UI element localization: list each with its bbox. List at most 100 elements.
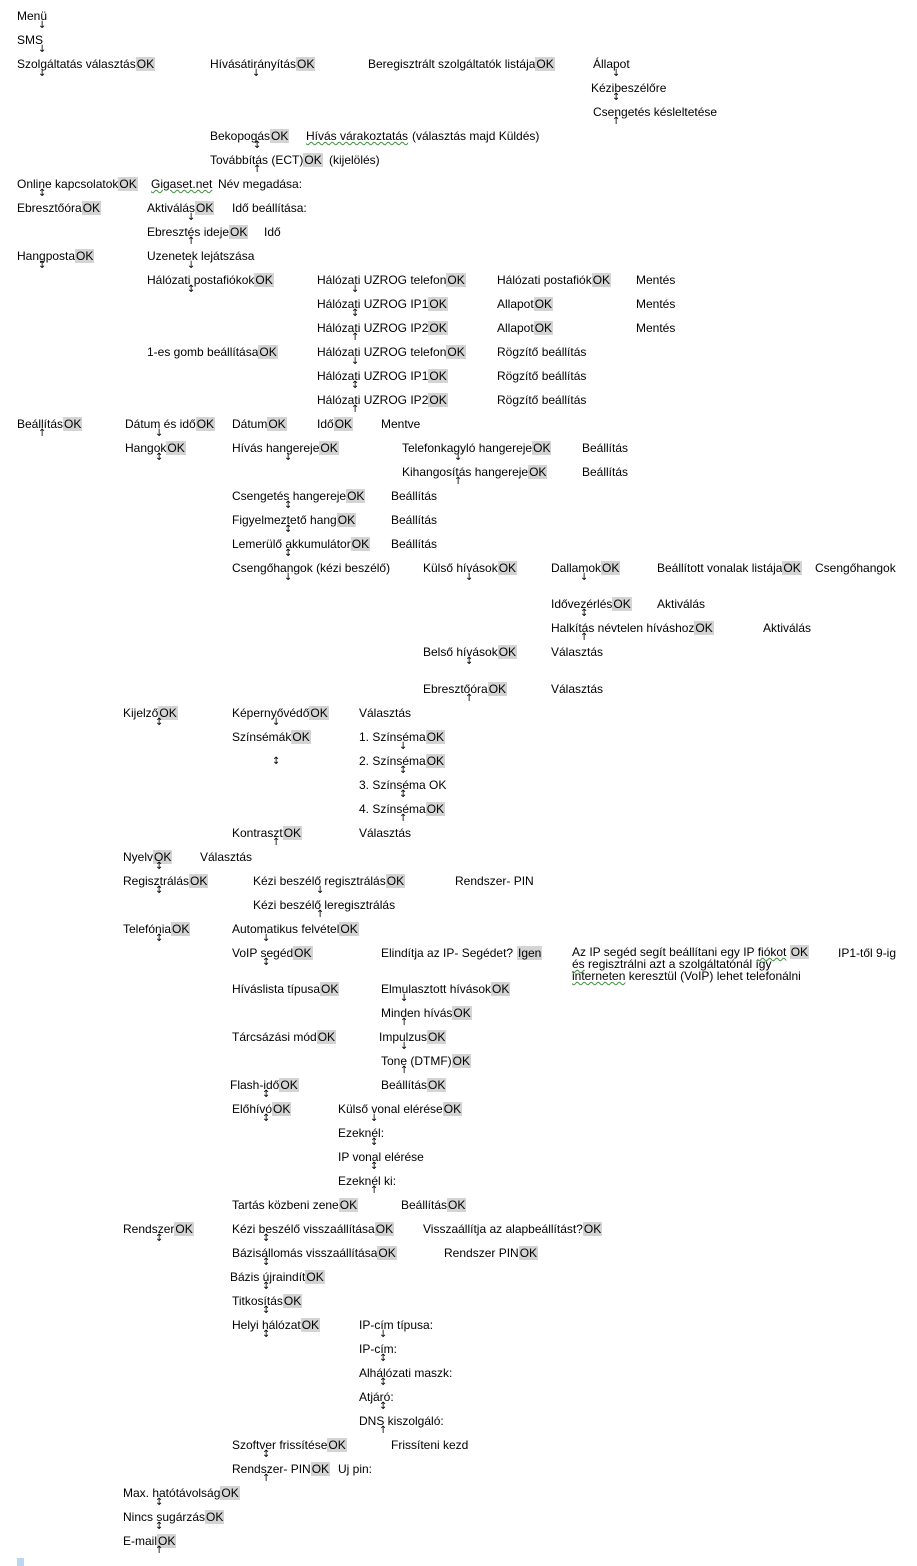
- label-text: Ebresztőóra: [17, 201, 82, 215]
- up-down-arrow-icon: ↕: [155, 452, 164, 463]
- ok-badge: OK: [300, 1318, 321, 1332]
- down-arrow-icon: ↓: [187, 260, 196, 271]
- label-text: Választás: [359, 826, 412, 840]
- label-text: IP-cím:: [359, 1342, 397, 1356]
- up-down-arrow-icon: ↕: [262, 1089, 271, 1100]
- ok-badge: OK: [452, 1006, 472, 1020]
- up-down-arrow-icon: ↕: [155, 1233, 164, 1244]
- menu-label-csenghang: Csengetés hangerejeOK: [232, 489, 366, 503]
- label-text: Állapot: [593, 57, 630, 71]
- up-down-arrow-icon: ↕: [262, 1329, 271, 1340]
- label-text: DNS kiszolgáló:: [359, 1414, 444, 1428]
- label-text: Hálózati UZROG IP2: [317, 321, 429, 335]
- menu-label-hal_ip2: Hálózati UZROG IP2OK: [317, 321, 448, 335]
- up-arrow-icon: ↑: [580, 632, 589, 643]
- ok-badge: OK: [535, 57, 555, 71]
- menu-label-hivasvar_rest: (választás majd Küldés): [412, 129, 539, 143]
- label-text: Menü: [17, 9, 48, 23]
- ok-badge: OK: [591, 273, 612, 287]
- up-arrow-icon: ↑: [612, 116, 621, 127]
- label-text: Online kapcsolatok: [17, 177, 119, 191]
- up-down-arrow-icon: ↕: [262, 1257, 271, 1268]
- ok-badge: OK: [377, 1246, 397, 1260]
- up-down-arrow-icon: ↕: [379, 1353, 388, 1364]
- ok-badge: OK: [338, 1198, 359, 1212]
- menu-label-maxhato: Max. hatótávolságOK: [123, 1486, 240, 1500]
- ok-badge: OK: [171, 922, 191, 936]
- ok-badge: OK: [446, 273, 466, 287]
- label-text: Név megadása:: [218, 177, 303, 191]
- menu-label-beallitas2: Beállítás: [391, 513, 437, 527]
- up-down-arrow-icon: ↕: [370, 1137, 379, 1148]
- menu-label-valasztas: Választás: [200, 850, 252, 864]
- ok-badge: OK: [518, 1246, 539, 1260]
- label-text: Ebresztőóra: [423, 682, 488, 696]
- menu-label-dallamok: DallamokOK: [551, 561, 621, 575]
- label-text: Mentés: [636, 273, 676, 287]
- label-text: Beállítás: [391, 489, 438, 503]
- up-arrow-icon: ↑: [379, 1425, 388, 1436]
- up-down-arrow-icon: ↕: [284, 548, 293, 559]
- menu-label-rendszerpin2: Rendszer PINOK: [444, 1246, 539, 1260]
- menu-label-idobeall: Idő beállítása:: [232, 201, 307, 215]
- ok-badge: OK: [229, 225, 249, 239]
- label-text: Hívás várakoztatás: [306, 129, 409, 143]
- menu-label-uzenetek: Uzenetek lejátszása: [147, 249, 254, 263]
- menu-label-mentve: Mentve: [381, 417, 420, 431]
- label-text: Dátum: [232, 417, 268, 431]
- menu-label-allapot2: AllapotOK: [497, 321, 554, 335]
- menu-label-ido2: IdőOK: [317, 417, 354, 431]
- ok-badge: OK: [428, 321, 448, 335]
- menu-label-hangposta: HangpostaOK: [17, 249, 95, 263]
- up-down-arrow-icon: ↕: [580, 608, 589, 619]
- label-text: Visszaállítja az alapbeállítást?: [423, 1222, 583, 1236]
- menu-label-bazisujra: Bázis újraindítOK: [230, 1270, 325, 1284]
- label-text: Frissíteni kezd: [391, 1438, 469, 1452]
- ok-badge: OK: [497, 645, 518, 659]
- up-down-arrow-icon: ↕: [379, 1401, 388, 1412]
- menu-label-ipvonal: IP vonal elérése: [338, 1150, 424, 1164]
- ok-badge: OK: [532, 441, 552, 455]
- label-text: Belső hívások: [423, 645, 498, 659]
- label-text: Mentés: [636, 297, 676, 311]
- menu-label-lemerulo: Lemerülő akkumulátorOK: [232, 537, 371, 551]
- menu-label-beallitas2: Beállítás: [391, 489, 437, 503]
- label-text: Mentés: [636, 321, 676, 335]
- menu-label-hal_tel: Hálózati UZROG telefonOK: [317, 273, 466, 287]
- label-text: Ebresztés ideje: [147, 225, 230, 239]
- label-text: 1-es gomb beállítása: [147, 345, 259, 359]
- menu-label-sms: SMS: [17, 33, 43, 47]
- down-arrow-icon: ↓: [351, 356, 360, 367]
- menu-label-valasztas: Választás: [551, 645, 603, 659]
- menu-label-kepernyo: KépernyővédőOK: [232, 706, 329, 720]
- ok-badge: OK: [327, 1438, 347, 1452]
- ok-badge: OK: [451, 1054, 472, 1068]
- label-text: Bázis újraindít: [230, 1270, 306, 1284]
- down-arrow-icon: ↓: [38, 44, 47, 55]
- up-down-arrow-icon: ↕: [262, 957, 271, 968]
- menu-label-kijelzo: KijelzőOK: [123, 706, 178, 720]
- up-down-arrow-icon: ↕: [187, 284, 196, 295]
- down-arrow-icon: ↓: [400, 1041, 409, 1052]
- menu-label-titkositas: TitkosításOK: [232, 1294, 303, 1308]
- label-text: 4. Színséma: [359, 802, 426, 816]
- up-arrow-icon: ↑: [272, 837, 281, 848]
- label-text: Rögzítő beállítás: [497, 369, 587, 383]
- page-marker: [17, 1558, 24, 1566]
- label-text: Halkítás névtelen híváshoz: [551, 621, 695, 635]
- ok-badge: OK: [601, 561, 621, 575]
- menu-label-kezivissza: Kézi beszélő visszaállításaOK: [232, 1222, 395, 1236]
- menu-label-valasztas: Választás: [359, 826, 411, 840]
- menu-label-csengohangok: Csengőhangok (kézi beszélő): [232, 561, 390, 575]
- menu-label-valasztas: Választás: [359, 706, 411, 720]
- ip-seged-text: Az IP segéd segít beállítani egy IP: [572, 945, 755, 959]
- ok-badge: OK: [258, 345, 278, 359]
- up-arrow-icon: ↑: [316, 909, 325, 920]
- menu-label-beallitas2: Beállítás: [582, 441, 628, 455]
- label-text: Kihangosítás hangereje: [402, 465, 529, 479]
- ok-badge: OK: [254, 273, 274, 287]
- menu-label-nevmeg: Név megadása:: [218, 177, 302, 191]
- menu-label-kontraszt: KontrasztOK: [232, 826, 303, 840]
- label-text: Híváslista típusa: [232, 982, 321, 996]
- ok-badge: OK: [220, 1486, 240, 1500]
